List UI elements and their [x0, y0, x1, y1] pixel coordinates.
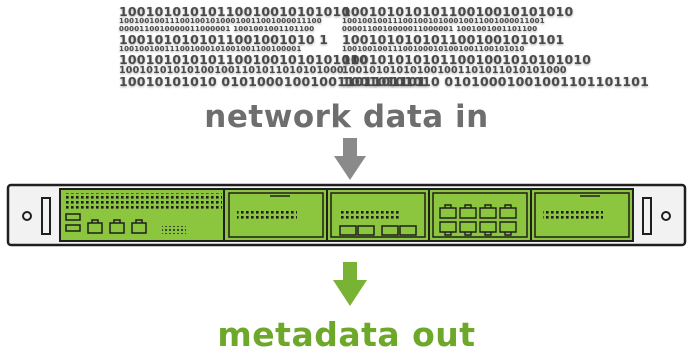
- ethernet-port-icon: [87, 219, 103, 234]
- binary-line: 0000110010000011000001 1001001001101100: [119, 25, 315, 33]
- binary-stream-right: 10010101010110010010101010 1001001001110…: [342, 4, 650, 89]
- output-arrow: [333, 262, 367, 306]
- sfp-port-icon: [339, 225, 357, 236]
- ethernet-port-icon: [439, 204, 457, 219]
- binary-line: 10010101010110010010101010: [119, 4, 351, 19]
- network-appliance: [6, 183, 687, 247]
- ethernet-port-icon: [479, 204, 497, 219]
- sfp-port-icon: [357, 225, 375, 236]
- blank-module: [534, 192, 630, 238]
- input-label: network data in: [204, 99, 489, 135]
- ethernet-port-icon: [109, 219, 125, 234]
- management-section: [64, 193, 222, 234]
- sfp-port-icon: [399, 225, 417, 236]
- status-led-icon: [162, 226, 186, 234]
- binary-line: 100100100111001000101001001100100001: [119, 45, 302, 53]
- ethernet-port-icon: [439, 221, 457, 236]
- rack-ear-right: [642, 197, 671, 235]
- binary-line: 0000110010000011000001 1001001001101100: [342, 25, 538, 33]
- usb-port-icon: [65, 213, 81, 221]
- binary-line: 1001010101011001001010 1: [119, 32, 329, 47]
- vent-grille: [339, 210, 399, 220]
- vent-grille: [543, 210, 603, 220]
- handle-icon: [41, 197, 51, 235]
- mount-hole-icon: [661, 211, 671, 221]
- usb-port-icon: [65, 224, 81, 232]
- ethernet-port-icon: [459, 221, 477, 236]
- binary-line: 10010101010110010010101010: [342, 4, 574, 19]
- ethernet-port-icon: [459, 204, 477, 219]
- vent-grille: [237, 210, 297, 220]
- binary-stream-left: 10010101010110010010101010 1001001001110…: [119, 4, 427, 89]
- binary-line: 10010101010 01010001001001101101101: [342, 74, 650, 89]
- binary-line: 100101010101001001101011010101000: [119, 65, 344, 76]
- ethernet-port-icon: [131, 219, 147, 234]
- binary-line: 100101010101001001101011010101000: [342, 65, 567, 76]
- blank-module: [228, 192, 324, 238]
- handle-icon: [642, 197, 652, 235]
- binary-line: 1001010101011001001010101010: [119, 52, 369, 67]
- binary-line: 10010101010 01010001001001101101101: [119, 74, 427, 89]
- ethernet-port-icon: [499, 204, 517, 219]
- binary-line: 100100100111001000101001001100101010: [342, 45, 525, 53]
- binary-line: 1001001001110010010100010011001000011001: [342, 17, 545, 25]
- sfp-port-icon: [381, 225, 399, 236]
- vent-grille: [64, 193, 222, 209]
- input-arrow: [334, 138, 366, 180]
- copper-port-module: [432, 192, 528, 238]
- rack-ear-left: [22, 197, 51, 235]
- binary-line: 1001001001110010010100010011001000011100: [119, 17, 322, 25]
- binary-line: 1001010101011001001010101010: [342, 52, 592, 67]
- mount-hole-icon: [22, 211, 32, 221]
- binary-line: 1001010101011001001010101: [342, 32, 565, 47]
- ethernet-port-icon: [479, 221, 497, 236]
- output-label: metadata out: [217, 315, 476, 354]
- ethernet-port-icon: [499, 221, 517, 236]
- sfp-module: [330, 192, 426, 238]
